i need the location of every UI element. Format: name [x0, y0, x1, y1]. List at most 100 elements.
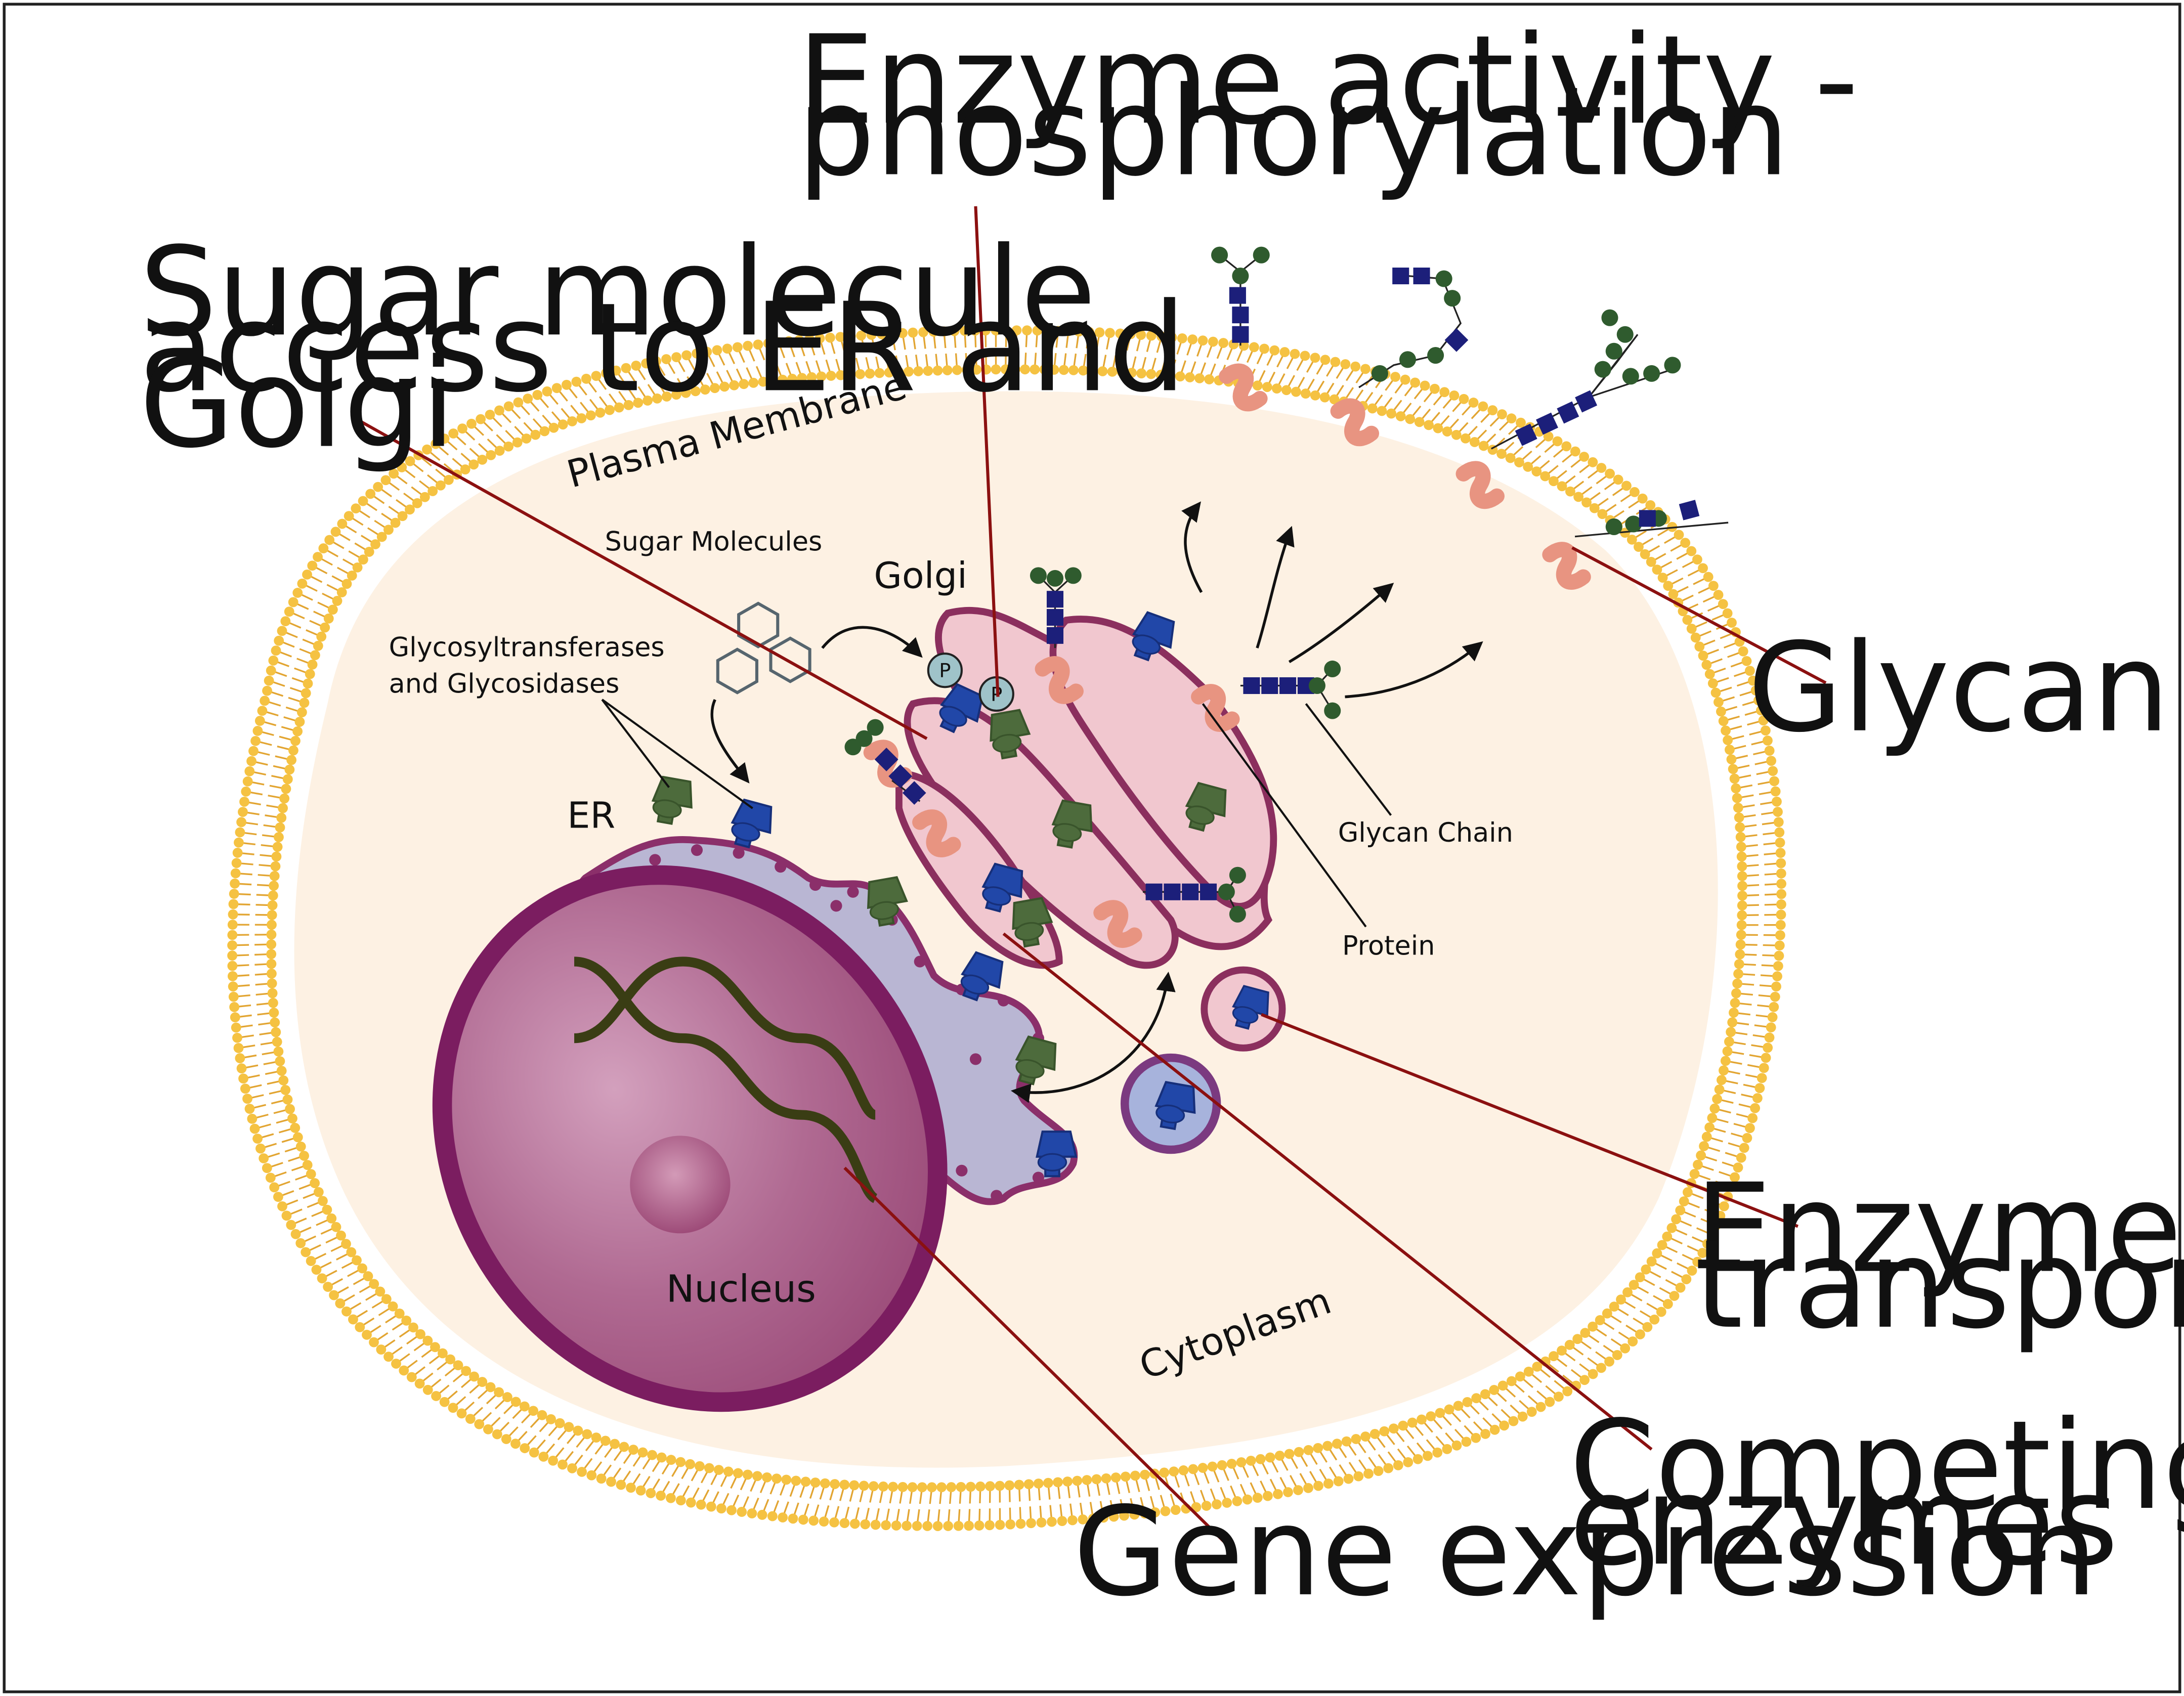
lipid-head-inner	[1732, 793, 1742, 803]
lipid-head-inner	[1686, 623, 1697, 634]
lipid-head-inner	[1204, 374, 1215, 384]
lipid-head-inner	[267, 920, 277, 930]
lipid-head-outer	[1760, 725, 1771, 736]
lipid-head-outer	[228, 909, 238, 920]
lipid-head-outer	[1212, 1499, 1222, 1509]
lipid-head-outer	[1005, 1519, 1016, 1530]
lipid-head-outer	[1535, 1402, 1546, 1412]
lipid-head-inner	[269, 881, 279, 891]
protein-icon	[1542, 542, 1591, 590]
lipid-head-outer	[1612, 1350, 1622, 1360]
lipid-head-outer	[351, 503, 361, 514]
callout-competing-enzymes: Competing enzymes	[1569, 1395, 2184, 1593]
lipid-head-inner	[1294, 1447, 1304, 1457]
lipid-head-outer	[1526, 1407, 1537, 1417]
lipid-head-outer	[1543, 431, 1554, 442]
lipid-head-inner	[1728, 764, 1738, 774]
lipid-head-inner	[445, 1354, 456, 1365]
er-ribosome	[775, 861, 787, 873]
lipid-head-outer	[1320, 355, 1331, 365]
glycan-green-unit	[1218, 883, 1235, 900]
lipid-head-inner	[1523, 461, 1533, 472]
lipid-head-outer	[311, 1265, 322, 1275]
lipid-head-outer	[586, 1470, 597, 1481]
label-pointers	[601, 699, 1392, 928]
glycan-blue-unit	[1575, 390, 1598, 413]
lipid-head-outer	[1708, 581, 1719, 591]
lipid-head-inner	[1130, 1470, 1140, 1481]
lipid-head-outer	[757, 1509, 767, 1520]
lipid-head-outer	[1675, 1282, 1686, 1293]
lipid-head-outer	[1771, 981, 1781, 992]
lipid-head-inner	[512, 437, 523, 448]
lipid-head-outer	[329, 1290, 339, 1300]
glycan-green-unit	[1605, 342, 1622, 360]
lipid-head-inner	[1589, 503, 1600, 513]
er-ribosome	[997, 994, 1010, 1007]
lipid-head-outer	[269, 1182, 280, 1193]
lipid-head-inner	[280, 1085, 291, 1095]
lipid-head-outer	[1343, 1473, 1354, 1484]
lipid-head-inner	[1564, 1339, 1575, 1350]
lipid-head-inner	[1736, 842, 1746, 852]
lipid-head-outer	[1432, 1447, 1443, 1458]
glycan-blue-unit	[1200, 883, 1217, 900]
lipid-head-inner	[1329, 394, 1340, 405]
glycans-layer	[844, 246, 1729, 948]
lipid-head-inner	[1188, 1464, 1198, 1474]
lipid-head-outer	[1011, 325, 1022, 336]
lipid-head-inner	[952, 365, 962, 375]
lipid-head-outer	[611, 365, 621, 376]
lipid-head-outer	[912, 1520, 922, 1531]
lipid-head-outer	[1741, 656, 1752, 666]
lipid-head-outer	[1726, 1182, 1737, 1192]
lipid-head-inner	[700, 384, 710, 395]
lipid-head-outer	[1262, 1491, 1273, 1501]
lipid-head-outer	[448, 1403, 458, 1413]
lipid-head-outer	[1620, 1343, 1631, 1354]
lipid-head-inner	[1726, 1027, 1736, 1037]
lipid-head-outer	[231, 1022, 241, 1033]
lipid-head-outer	[1313, 1481, 1323, 1491]
lipid-head-inner	[710, 383, 720, 394]
lipid-head-outer	[348, 1314, 358, 1325]
glycosyltransferase-enzyme-icon	[990, 709, 1031, 760]
lipid-head-outer	[1656, 1307, 1666, 1317]
lipid-head-outer	[601, 368, 611, 378]
lipid-head-inner	[1178, 1465, 1189, 1475]
lipid-head-inner	[1043, 1477, 1053, 1488]
lipid-head-inner	[582, 1429, 592, 1440]
lipid-head-inner	[1426, 1411, 1436, 1421]
lipid-head-inner	[1549, 1351, 1559, 1361]
lipid-head-inner	[1217, 1460, 1227, 1470]
lipid-head-outer	[1499, 1420, 1510, 1431]
lipid-head-outer	[1775, 848, 1786, 858]
lipid-head-outer	[991, 325, 1001, 336]
lipid-head-outer	[397, 462, 407, 472]
er-ribosome	[969, 1053, 982, 1065]
lipid-head-inner	[576, 413, 587, 423]
lipid-head-inner	[893, 367, 904, 377]
lipid-head-inner	[274, 832, 284, 842]
callout-vesicle-transport: Enzyme vesicle transport	[1695, 1158, 2184, 1356]
lipid-head-inner	[363, 1271, 373, 1281]
lipid-head-outer	[856, 330, 867, 341]
lipid-head-outer	[476, 414, 486, 424]
lipid-head-inner	[313, 1187, 324, 1197]
lipid-head-outer	[227, 930, 238, 940]
lipid-head-inner	[1155, 370, 1166, 380]
lipid-head-inner	[1226, 1458, 1237, 1469]
lipid-head-outer	[656, 1491, 666, 1501]
lipid-head-outer	[439, 433, 450, 444]
lipid-head-inner	[729, 380, 740, 390]
lipid-head-outer	[265, 1172, 276, 1183]
lipid-head-outer	[1489, 1424, 1500, 1435]
lipid-head-outer	[1637, 493, 1648, 504]
lipid-head-outer	[1036, 1517, 1047, 1528]
glycan-green-unit	[1229, 866, 1246, 884]
lipid-head-outer	[1703, 572, 1714, 582]
lipid-head-outer	[839, 1518, 850, 1529]
lipid-head-outer	[281, 1210, 292, 1221]
lipid-head-outer	[1773, 961, 1783, 971]
lipid-head-outer	[1150, 1507, 1161, 1517]
